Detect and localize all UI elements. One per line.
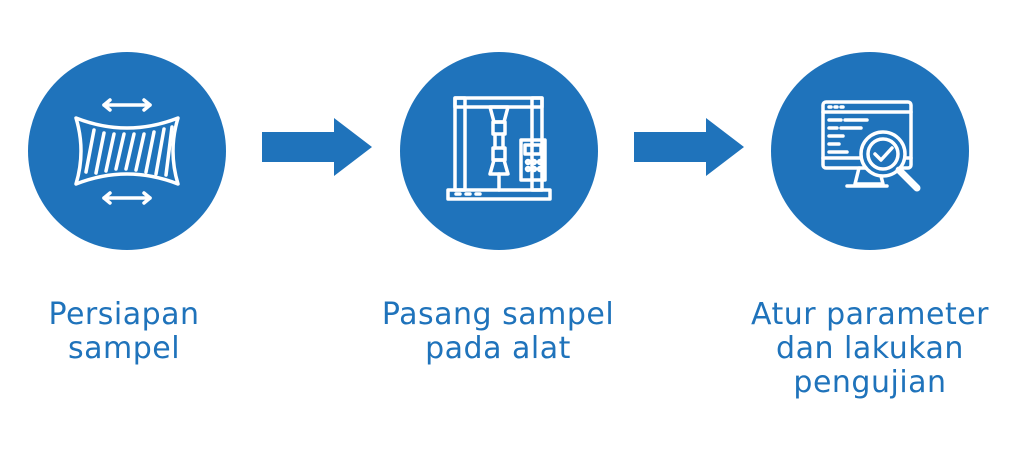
step-3-label-line-2: dan lakukan <box>776 331 964 366</box>
step-1-label: Persiapan sampel <box>0 298 274 366</box>
step-2-label: Pasang sampel pada alat <box>348 298 648 366</box>
step-3-label: Atur parameter dan lakukan pengujian <box>720 298 1020 400</box>
step-3-label-line-1: Atur parameter <box>750 297 990 332</box>
tensile-testing-machine-icon <box>446 96 552 201</box>
step-1-label-line-1: Persiapan <box>48 297 200 332</box>
stretched-sample-icon <box>74 98 180 205</box>
step-1-label-line-2: sampel <box>67 331 181 366</box>
step-2-circle <box>400 52 598 250</box>
step-3-circle <box>771 52 969 250</box>
right-arrow-icon <box>634 118 744 176</box>
right-arrow-icon <box>262 118 372 176</box>
step-2-label-line-2: pada alat <box>425 331 571 366</box>
step-2-label-line-1: Pasang sampel <box>381 297 615 332</box>
step-1-circle <box>28 52 226 250</box>
monitor-magnifier-check-icon <box>821 100 921 192</box>
step-3-label-line-3: pengujian <box>793 365 947 400</box>
